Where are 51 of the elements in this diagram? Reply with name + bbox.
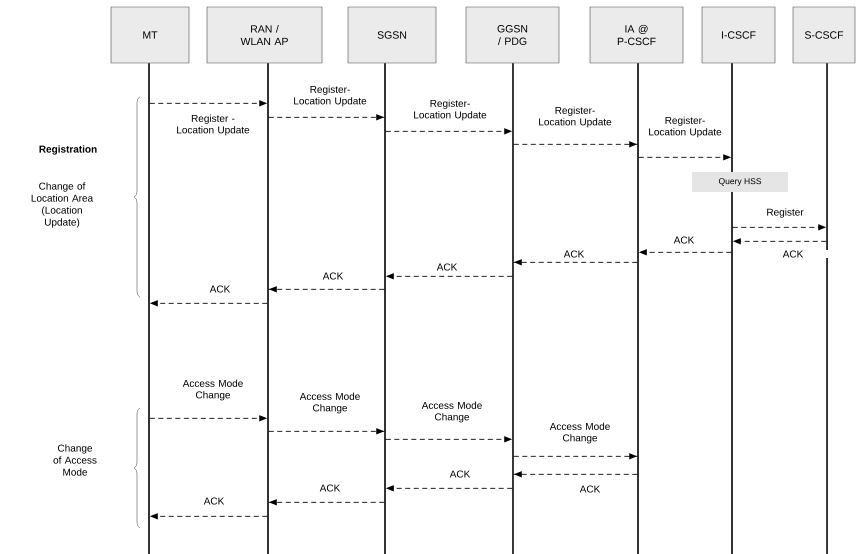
edge-label: Access Mode Change <box>422 402 482 422</box>
message-arrow <box>638 249 732 256</box>
edge-label: ACK <box>320 484 340 492</box>
edge-label: ACK <box>436 263 458 271</box>
message-arrow <box>149 300 268 306</box>
section-label: Change of Access Mode <box>53 444 97 476</box>
message-arrow <box>732 238 827 244</box>
edge-label: Register- Location Update <box>649 116 722 138</box>
participant-box: I-CSCF <box>702 6 776 64</box>
participant-box: MT <box>110 6 190 64</box>
section-label: Registration <box>40 145 97 155</box>
edge-label: Register- Location Update <box>539 106 612 128</box>
message-arrow <box>268 428 385 434</box>
participant-box: RAN / WLAN AP <box>206 6 322 64</box>
edge-label: Access Mode Change <box>300 392 360 414</box>
message-arrow <box>638 154 732 160</box>
edge-label: ACK <box>564 250 584 258</box>
message-arrow <box>513 471 638 478</box>
participant-box: GGSN / PDG <box>466 6 560 64</box>
message-arrow <box>268 499 385 506</box>
edge-label: ACK <box>322 272 344 280</box>
edge-label: Access Mode Change <box>182 380 243 400</box>
message-arrow <box>732 224 827 230</box>
message-arrow <box>385 273 513 280</box>
message-arrow <box>149 100 268 106</box>
edge-label: ACK <box>210 285 230 293</box>
edge-label: Access Mode Change <box>550 422 610 444</box>
participant-box: IA @ P-CSCF <box>590 6 684 64</box>
edge-label: ACK <box>782 250 804 258</box>
participant-box: S-CSCF <box>792 6 856 64</box>
message-arrow <box>513 141 638 148</box>
participant-box: SGSN <box>348 6 436 64</box>
edge-label: Register <box>767 208 804 218</box>
message-arrow <box>268 286 385 292</box>
message-arrow <box>513 259 638 266</box>
message-arrow <box>149 415 268 422</box>
edge-label: ACK <box>674 236 694 244</box>
edge-label: Register- Location Update <box>414 100 486 120</box>
edge-label: ACK <box>450 470 470 478</box>
message-arrow <box>385 436 513 442</box>
message-arrow <box>513 453 638 460</box>
message-arrow <box>385 485 513 492</box>
edge-label: Register- Location Update <box>294 86 366 106</box>
message-arrow <box>268 114 385 120</box>
edge-label: ACK <box>580 485 600 493</box>
message-arrow <box>385 128 513 134</box>
edge-label: Register - Location Update <box>177 114 250 136</box>
section-label: Change of Location Area (Location Update) <box>32 182 94 228</box>
process-box: Query HSS <box>692 172 788 192</box>
edge-label: ACK <box>204 497 224 505</box>
message-arrow <box>149 513 268 520</box>
